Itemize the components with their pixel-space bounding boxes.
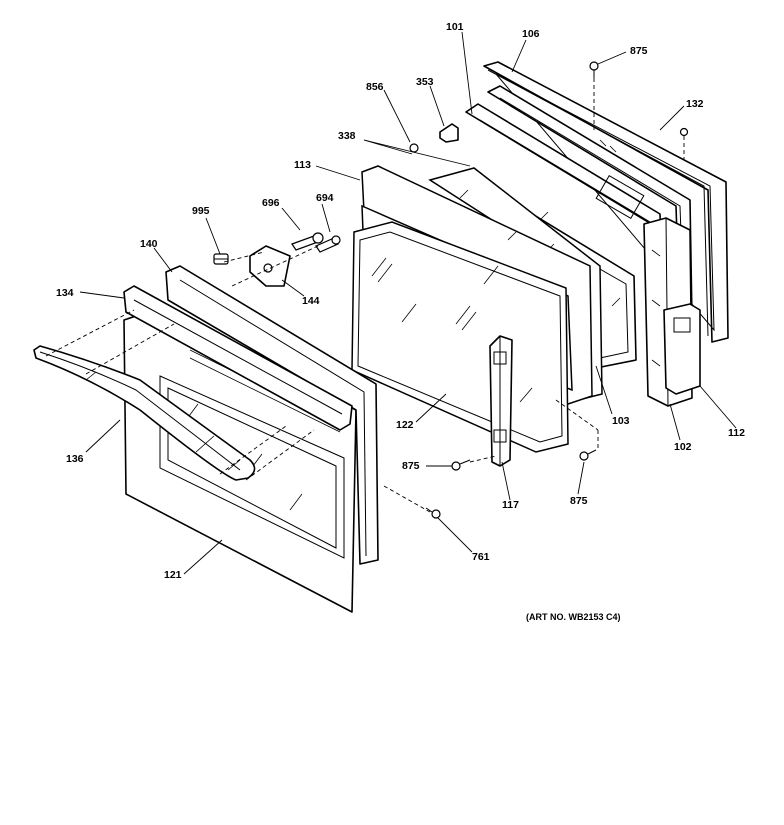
callout-101: 101 [446, 21, 464, 33]
callout-353: 353 [416, 76, 434, 88]
callout-132: 132 [686, 98, 704, 110]
part-117-hinge-bracket [489, 335, 513, 467]
screw-995 [213, 253, 229, 265]
screw-694 [315, 235, 341, 253]
callout-121: 121 [164, 569, 182, 581]
screw-875-right [579, 449, 597, 461]
leader-lines [79, 31, 737, 575]
callout-122: 122 [396, 419, 414, 431]
callout-112: 112 [728, 427, 745, 439]
callout-136: 136 [66, 453, 84, 465]
callout-117: 117 [502, 499, 519, 511]
callout-856: 856 [366, 81, 384, 93]
assembly-lines [45, 78, 685, 513]
callout-labels: 101 106 875 132 856 353 338 113 995 696 … [56, 21, 745, 581]
callout-875-left: 875 [402, 460, 420, 472]
callout-144: 144 [302, 295, 320, 307]
part-112-latch-channel [663, 303, 701, 395]
screw-132-side [679, 127, 689, 137]
callout-875-right: 875 [570, 495, 588, 507]
part-144-bracket [249, 245, 291, 287]
callout-761: 761 [472, 551, 490, 563]
callout-113: 113 [294, 159, 311, 171]
part-134-vent-strip [123, 285, 353, 431]
callout-694: 694 [316, 192, 334, 204]
screw-761 [425, 507, 441, 519]
callout-102: 102 [674, 441, 692, 453]
art-number: (ART NO. WB2153 C4) [526, 612, 621, 622]
part-106-back-frame [483, 61, 729, 343]
screw-875-top [589, 61, 599, 78]
callout-103: 103 [612, 415, 630, 427]
screw-696 [291, 232, 324, 251]
callout-696: 696 [262, 197, 280, 209]
screw-856 [409, 143, 419, 153]
part-136-door-handle [33, 345, 256, 481]
clip-353 [439, 123, 459, 143]
callout-338: 338 [338, 130, 356, 142]
callout-134: 134 [56, 287, 74, 299]
callout-106: 106 [522, 28, 540, 40]
callout-140: 140 [140, 238, 158, 250]
screw-875-left [451, 459, 471, 471]
callout-995: 995 [192, 205, 210, 217]
callout-875-top: 875 [630, 45, 648, 57]
